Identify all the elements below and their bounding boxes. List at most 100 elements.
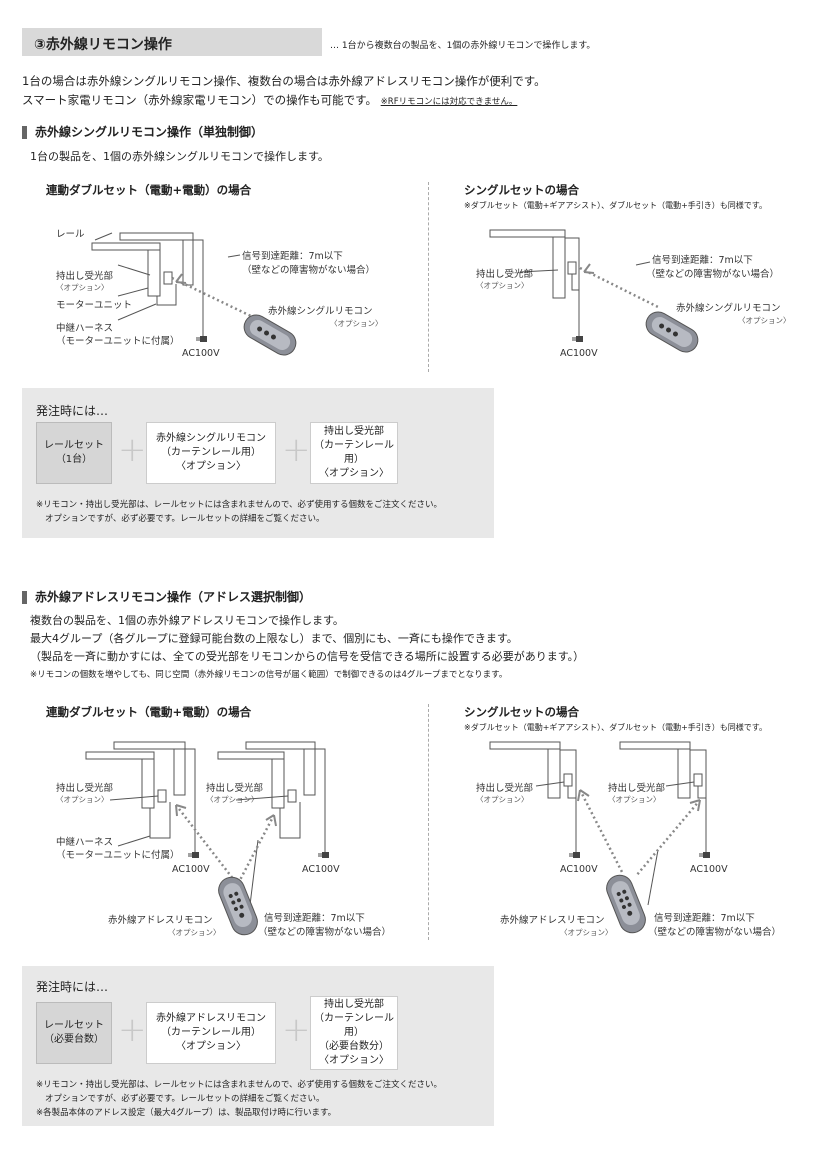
plus-icon: +: [282, 430, 311, 470]
label-harness-note-a: （モーターユニットに付属）: [56, 850, 180, 861]
single-left-title: 連動ダブルセット（電動+電動）の場合: [46, 183, 252, 197]
label-remote-opt-a: 〈オプション〉: [168, 928, 221, 937]
label-ac-r: AC100V: [560, 348, 598, 359]
label-receiver-opt: 〈オプション〉: [56, 283, 109, 292]
label-receiver-opt-a2: 〈オプション〉: [206, 795, 259, 804]
single-right-note: ※ダブルセット（電動+ギアアシスト）、ダブルセット（電動+手引き）も同様です。: [464, 201, 767, 210]
single-section-title: 赤外線シングルリモコン操作（単独制御）: [22, 126, 263, 139]
label-distance-note-ar: （壁などの障害物がない場合）: [648, 927, 782, 938]
single-right-diagram: [489, 229, 699, 353]
order-note-line: ※各製品本体のアドレス設定（最大4グループ）は、製品取付け時に行います。: [36, 1108, 337, 1118]
label-receiver-opt-ar1: 〈オプション〉: [476, 795, 529, 804]
label-receiver-ar1: 持出し受光部: [476, 783, 534, 794]
order-item-text: （カーテンレール用）: [314, 1013, 394, 1038]
address-section-desc: 複数台の製品を、1個の赤外線アドレスリモコンで操作します。 最大4グループ（各グ…: [30, 612, 584, 684]
page-title: ③赤外線リモコン操作: [34, 37, 172, 53]
label-ac-a1: AC100V: [172, 864, 210, 875]
label-distance: 信号到達距離：7m以下: [242, 251, 343, 262]
order-item-text: （1台）: [55, 454, 93, 465]
address-desc-line: 最大4グループ（各グループに登録可能台数の上限なし）まで、個別にも、一斉にも操作…: [30, 632, 518, 645]
label-distance-ar: 信号到達距離：7m以下: [654, 913, 755, 924]
order-item-receiver: 持出し受光部 （カーテンレール用） （必要台数分） 〈オプション〉: [310, 996, 398, 1070]
plus-icon: +: [118, 1010, 147, 1050]
order-note-line: オプションですが、必ず必要です。レールセットの詳細をご覧ください。: [45, 514, 325, 524]
label-remote-a: 赤外線アドレスリモコン: [108, 915, 213, 926]
address-desc-line: 複数台の製品を、1個の赤外線アドレスリモコンで操作します。: [30, 614, 344, 627]
address-section-title: 赤外線アドレスリモコン操作（アドレス選択制御）: [22, 591, 311, 604]
label-ac-ar1: AC100V: [560, 864, 598, 875]
order-item-text: （必要台数分）: [319, 1041, 389, 1052]
label-distance-note-a: （壁などの障害物がない場合）: [258, 927, 392, 938]
order-item-remote: 赤外線アドレスリモコン （カーテンレール用） 〈オプション〉: [146, 1002, 276, 1064]
column-divider: [428, 704, 429, 940]
order-item-text: （必要台数）: [44, 1034, 104, 1045]
intro-line1: 1台の場合は赤外線シングルリモコン操作、複数台の場合は赤外線アドレスリモコン操作…: [22, 74, 546, 88]
order-note: ※リモコン・持出し受光部は、レールセットには含まれませんので、必ず使用する個数を…: [36, 498, 442, 526]
label-receiver-a2: 持出し受光部: [206, 783, 264, 794]
single-section-desc: 1台の製品を、1個の赤外線シングルリモコンで操作します。: [30, 150, 329, 163]
intro-line2-note: ※RFリモコンには対応できません。: [380, 97, 518, 107]
order-item-text: レールセット: [44, 1020, 104, 1031]
order-note-line: ※リモコン・持出し受光部は、レールセットには含まれませんので、必ず使用する個数を…: [36, 1080, 443, 1090]
intro: 1台の場合は赤外線シングルリモコン操作、複数台の場合は赤外線アドレスリモコン操作…: [22, 72, 546, 112]
label-receiver-ar2: 持出し受光部: [608, 783, 666, 794]
order-box-single: 発注時には… レールセット （1台） + 赤外線シングルリモコン （カーテンレー…: [22, 388, 494, 538]
label-distance-a: 信号到達距離：7m以下: [264, 913, 365, 924]
order-item-text: （カーテンレール用）: [161, 1027, 261, 1038]
label-distance-note: （壁などの障害物がない場合）: [242, 265, 376, 276]
order-title: 発注時には…: [36, 404, 109, 418]
order-item-receiver: 持出し受光部 （カーテンレール用） 〈オプション〉: [310, 422, 398, 484]
label-motor: モーターユニット: [56, 300, 133, 311]
order-title: 発注時には…: [36, 980, 109, 994]
plus-icon: +: [118, 430, 147, 470]
intro-line2: スマート家電リモコン（赤外線家電リモコン）での操作も可能です。 ※RFリモコンに…: [22, 91, 546, 112]
header-bar: [22, 28, 322, 56]
label-receiver-opt-r: 〈オプション〉: [476, 281, 529, 290]
label-distance-note-r: （壁などの障害物がない場合）: [646, 269, 780, 280]
label-remote: 赤外線シングルリモコン: [268, 306, 373, 317]
order-item-text: 赤外線シングルリモコン: [156, 433, 266, 444]
label-harness-a: 中継ハーネス: [56, 837, 114, 848]
single-right-title: シングルセットの場合: [464, 183, 579, 197]
order-item-text: （カーテンレール用）: [314, 440, 394, 465]
label-remote-ar: 赤外線アドレスリモコン: [500, 915, 605, 926]
address-desc-line: （製品を一斉に動かすには、全ての受光部をリモコンからの信号を受信できる場所に設置…: [30, 650, 585, 663]
order-item-rail-set: レールセット （必要台数）: [36, 1002, 112, 1064]
label-distance-r: 信号到達距離：7m以下: [652, 255, 753, 266]
order-item-text: 〈オプション〉: [176, 1041, 246, 1052]
label-ac: AC100V: [182, 348, 220, 359]
header-note: … 1台から複数台の製品を、1個の赤外線リモコンで操作します。: [330, 41, 596, 51]
label-receiver-a1: 持出し受光部: [56, 783, 114, 794]
address-right-diagram: [489, 741, 710, 934]
order-item-text: 持出し受光部: [324, 426, 384, 437]
label-remote-r: 赤外線シングルリモコン: [676, 303, 781, 314]
order-note-line: オプションですが、必ず必要です。レールセットの詳細をご覧ください。: [45, 1094, 325, 1104]
label-harness-note: （モーターユニットに付属）: [56, 336, 180, 347]
plus-icon: +: [282, 1010, 311, 1050]
address-left-diagram: [85, 741, 329, 936]
address-left-title: 連動ダブルセット（電動+電動）の場合: [46, 705, 252, 719]
order-item-text: 持出し受光部: [324, 999, 384, 1010]
label-receiver-r: 持出し受光部: [476, 269, 534, 280]
order-item-text: （カーテンレール用）: [161, 447, 261, 458]
address-right-note: ※ダブルセット（電動+ギアアシスト）、ダブルセット（電動+手引き）も同様です。: [464, 723, 767, 732]
label-rail: レール: [56, 229, 85, 240]
label-ac-ar2: AC100V: [690, 864, 728, 875]
single-left-diagram: [91, 232, 297, 356]
label-receiver: 持出し受光部: [56, 271, 114, 282]
label-remote-opt-ar: 〈オプション〉: [560, 928, 613, 937]
label-remote-opt-r: 〈オプション〉: [738, 316, 791, 325]
order-note: ※リモコン・持出し受光部は、レールセットには含まれませんので、必ず使用する個数を…: [36, 1078, 442, 1120]
label-harness: 中継ハーネス: [56, 323, 114, 334]
label-remote-opt: 〈オプション〉: [330, 319, 383, 328]
order-item-text: 〈オプション〉: [176, 461, 246, 472]
order-item-text: レールセット: [44, 440, 104, 451]
order-item-remote: 赤外線シングルリモコン （カーテンレール用） 〈オプション〉: [146, 422, 276, 484]
label-receiver-opt-a1: 〈オプション〉: [56, 795, 109, 804]
column-divider: [428, 182, 429, 372]
order-item-text: 〈オプション〉: [319, 468, 389, 479]
order-box-address: 発注時には… レールセット （必要台数） + 赤外線アドレスリモコン （カーテン…: [22, 966, 494, 1126]
order-item-rail-set: レールセット （1台）: [36, 422, 112, 484]
order-item-text: 赤外線アドレスリモコン: [156, 1013, 266, 1024]
order-note-line: ※リモコン・持出し受光部は、レールセットには含まれませんので、必ず使用する個数を…: [36, 500, 443, 510]
